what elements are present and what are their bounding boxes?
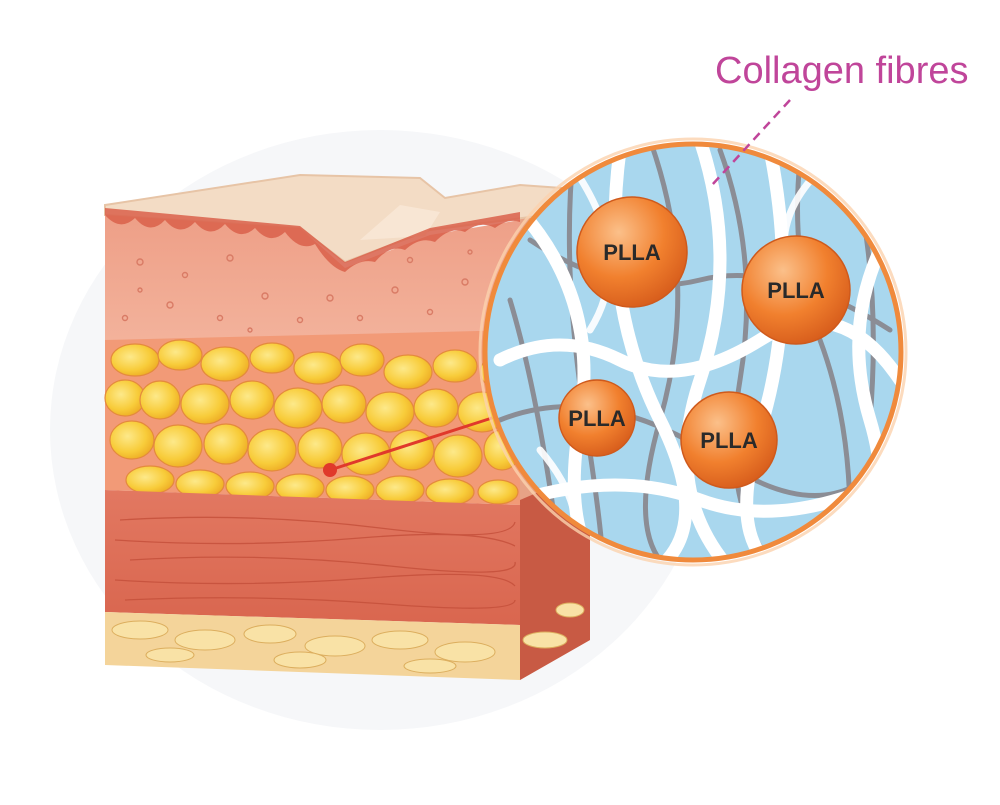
fat-cells	[104, 339, 521, 506]
bottom-fat-cells	[111, 602, 585, 674]
plla-particles: PLLA PLLA PLLA PLLA	[558, 196, 851, 489]
plla-label: PLLA	[603, 240, 661, 265]
plla-particle: PLLA	[576, 196, 688, 308]
plla-label: PLLA	[568, 406, 626, 431]
collagen-leader-line	[711, 99, 791, 186]
plla-label: PLLA	[700, 428, 758, 453]
dermal-junction	[105, 208, 520, 272]
plla-label: PLLA	[767, 278, 825, 303]
magnifier-rim	[482, 141, 904, 563]
magnifier-rim-glow	[478, 137, 908, 567]
plla-particle: PLLA	[558, 379, 636, 457]
epidermis-flake	[360, 205, 440, 240]
plla-particle: PLLA	[741, 235, 851, 345]
muscle-layer	[105, 490, 520, 625]
callout-dot	[323, 463, 337, 477]
skin-block	[104, 173, 594, 680]
plla-particle: PLLA	[680, 391, 778, 489]
muscle-fibres	[114, 516, 516, 609]
callout-pointer	[323, 416, 493, 477]
collagen-fibres-label: Collagen fibres	[715, 50, 969, 92]
dermis-pores	[121, 249, 499, 333]
dermis-layer	[105, 215, 520, 340]
